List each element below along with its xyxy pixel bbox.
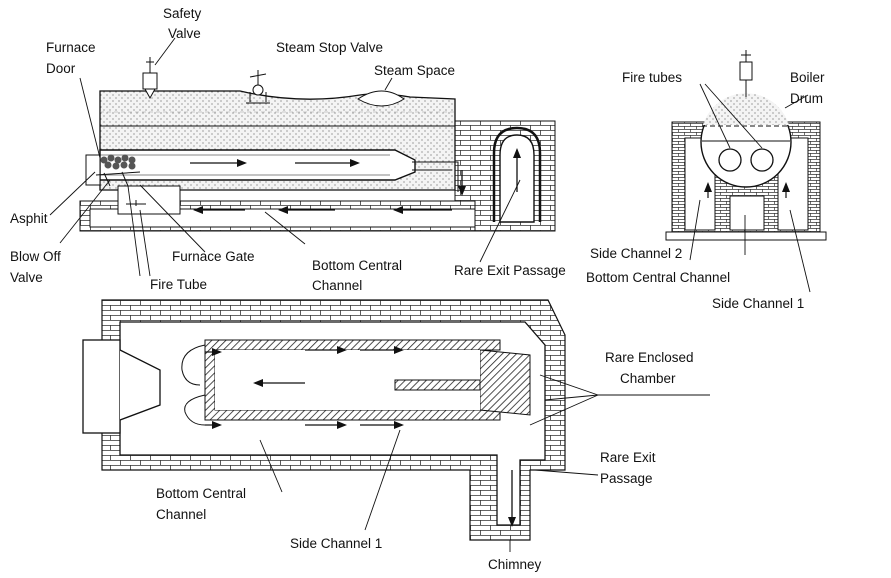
label-side-channel-1-right: Side Channel 1 (712, 296, 804, 311)
label-bottom-central-channel-top-1: Bottom Central (312, 258, 402, 273)
label-side-channel-1-bottom: Side Channel 1 (290, 536, 382, 551)
longitudinal-section (79, 57, 556, 232)
cross-section (665, 50, 827, 241)
safety-valve (142, 57, 158, 100)
label-bottom-central-channel-bottom-2: Channel (156, 507, 206, 522)
label-fire-tubes: Fire tubes (622, 70, 682, 85)
label-furnace-gate: Furnace Gate (172, 249, 255, 264)
furnace-door (85, 154, 101, 186)
label-steam-space: Steam Space (374, 63, 455, 78)
label-rare-enclosed-chamber-1: Rare Enclosed (605, 350, 694, 365)
plan-view (82, 299, 566, 541)
label-boiler-drum-2: Drum (790, 91, 823, 106)
label-rare-enclosed-chamber-2: Chamber (620, 371, 676, 386)
label-rare-exit-passage-top: Rare Exit Passage (454, 263, 566, 278)
label-steam-stop-valve: Steam Stop Valve (276, 40, 383, 55)
label-rare-exit-passage-bottom-1: Rare Exit (600, 450, 656, 465)
label-side-channel-2: Side Channel 2 (590, 246, 682, 261)
label-furnace-door-1: Furnace (46, 40, 96, 55)
labels: Safety Valve Furnace Door Steam Stop Val… (10, 6, 825, 572)
label-furnace-door-2: Door (46, 61, 76, 76)
label-blow-off-valve-1: Blow Off (10, 249, 61, 264)
label-fire-tube: Fire Tube (150, 277, 207, 292)
fire-tube-left (718, 148, 742, 172)
leader-lines (49, 37, 811, 552)
label-chimney: Chimney (488, 557, 542, 572)
label-bottom-central-channel-top-2: Channel (312, 278, 362, 293)
label-safety-valve-2: Valve (168, 26, 201, 41)
label-asphit: Asphit (10, 211, 48, 226)
fire-tube (99, 149, 416, 181)
steam-space-dome (357, 90, 405, 107)
label-blow-off-valve-2: Valve (10, 270, 43, 285)
label-boiler-drum-1: Boiler (790, 70, 825, 85)
label-bottom-central-channel-bottom-1: Bottom Central (156, 486, 246, 501)
steam-stop-valve (249, 70, 267, 86)
label-rare-exit-passage-bottom-2: Passage (600, 471, 653, 486)
label-bottom-central-channel-right: Bottom Central Channel (586, 270, 730, 285)
label-safety-valve-1: Safety (163, 6, 202, 21)
fire-tube-right (750, 148, 774, 172)
